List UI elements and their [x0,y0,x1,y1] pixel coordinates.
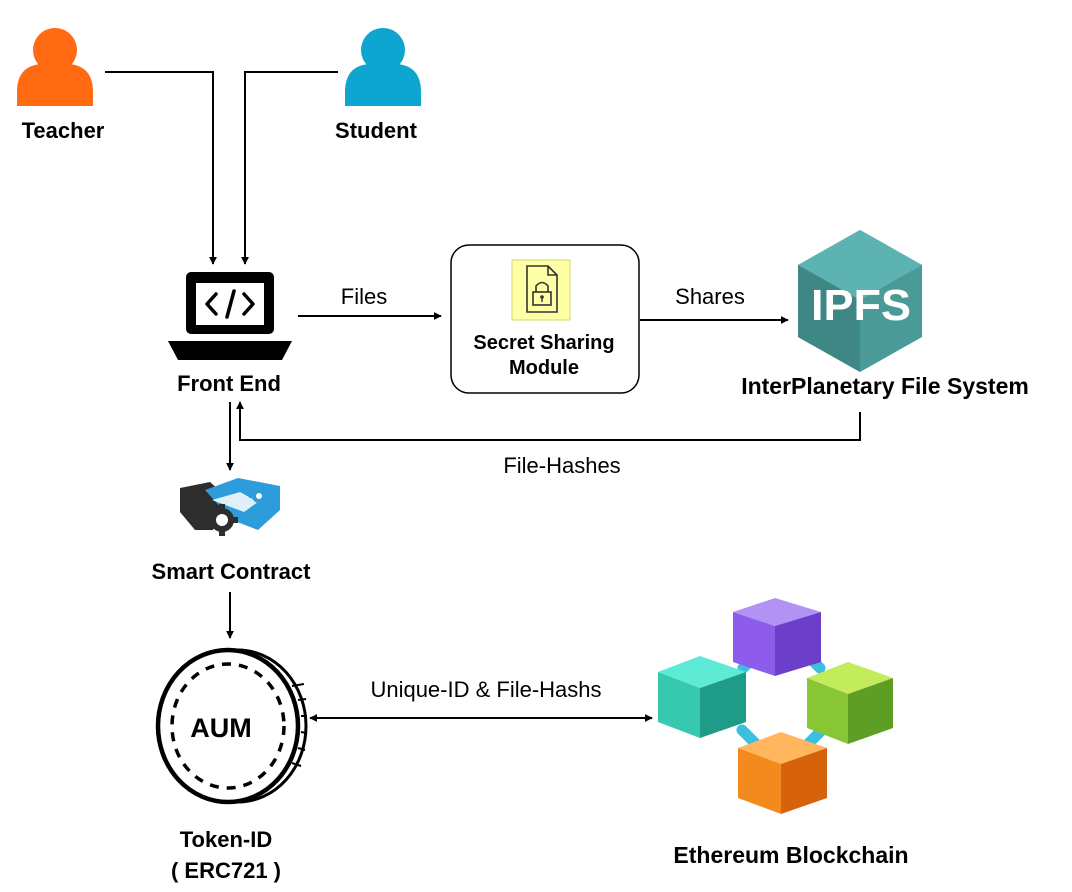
smart-contract-label: Smart Contract [152,559,312,584]
teacher-to-frontend-arrow [105,71,217,265]
laptop-code-icon [168,272,292,360]
student-to-frontend-arrow [241,71,338,265]
secret-sharing-label-line1: Secret Sharing [473,332,614,354]
token-id-label-line2: ( ERC721 ) [171,858,281,883]
file-hashes-label: File-Hashes [503,453,620,478]
front-end-label: Front End [177,371,281,396]
shares-label: Shares [675,284,745,309]
secret-sharing-label-line2: Module [509,357,579,379]
token-id-label-line1: Token-ID [180,827,272,852]
ethereum-label: Ethereum Blockchain [673,842,908,868]
unique-id-label: Unique-ID & File-Hashs [370,677,601,702]
student-user-icon [345,28,421,106]
file-hashes-arrow [236,401,861,441]
ipfs-logo-text: IPFS [811,281,911,330]
handshake-gears-icon [180,478,280,536]
blockchain-cubes-icon [658,598,893,814]
coin-text: AUM [190,713,252,743]
coin-icon [155,647,308,805]
files-label: Files [341,284,387,309]
locked-file-icon [511,259,571,321]
ipfs-label: InterPlanetary File System [741,373,1029,399]
student-label: Student [335,118,418,143]
teacher-user-icon [17,28,93,106]
ipfs-hexagon-logo: IPFS [798,230,922,372]
teacher-label: Teacher [22,118,105,143]
